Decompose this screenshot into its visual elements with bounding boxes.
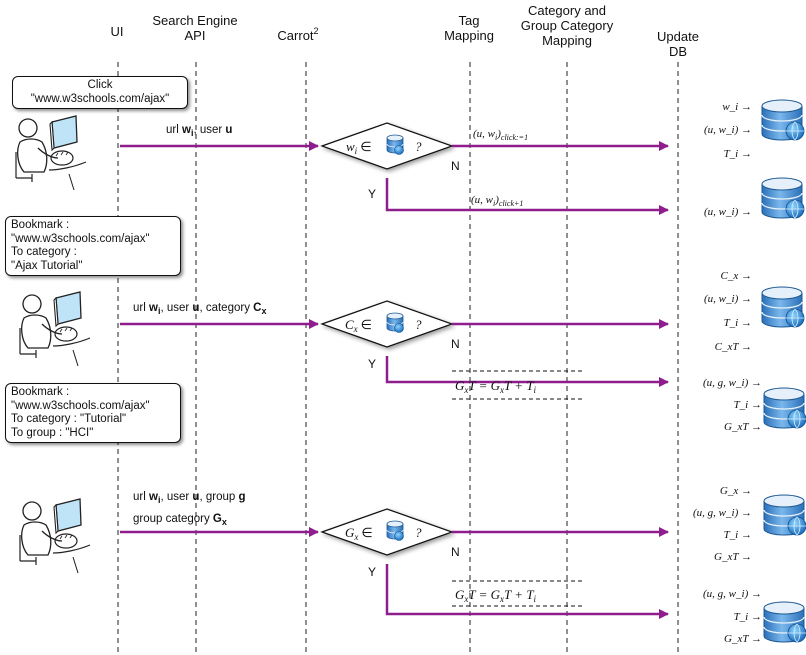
db-label: (u, w_i) → (704, 206, 752, 218)
note-click: Click "www.w3schools.com/ajax" (12, 76, 188, 109)
decision-no: N (451, 337, 460, 351)
database-icon (761, 286, 805, 328)
note-line: "www.w3schools.com/ajax" (11, 232, 150, 245)
db-label: G_x → (720, 485, 752, 497)
note-bookmark-category: Bookmark : "www.w3schools.com/ajax" To c… (5, 216, 181, 276)
db-label: T_i → (724, 529, 752, 541)
database-icon (761, 99, 805, 141)
database-icon (763, 494, 806, 536)
equation-label: GxT = GxT + Ti (455, 587, 537, 604)
lane-header-search-engine-api: API (185, 28, 206, 43)
note-line: "Ajax Tutorial" (11, 259, 83, 272)
lane-header-tag: Tag (459, 13, 480, 28)
db-label: C_xT → (715, 341, 752, 353)
flow-arrow (385, 178, 669, 215)
db-label: (u, g, w_i) → (703, 588, 762, 600)
db-label: (u, w_i) → (704, 124, 752, 136)
database-icon (763, 601, 806, 643)
db-label: T_i → (734, 399, 762, 411)
decision-yes: Y (368, 187, 376, 201)
note-bookmark-group: Bookmark : "www.w3schools.com/ajax" To c… (5, 383, 181, 443)
db-label: C_x → (721, 270, 752, 282)
flow-arrow (385, 564, 669, 619)
decision-question: ? (415, 317, 422, 332)
lane-header-tag-mapping: Mapping (444, 28, 494, 43)
database-icon (763, 387, 806, 429)
note-line: Click (87, 79, 113, 91)
user-at-computer-icon (19, 291, 91, 367)
click-set-label: (u, wi)click:=1 (473, 128, 528, 142)
db-label: w_i → (722, 101, 752, 113)
decision-label: Cx∈ (345, 317, 372, 334)
user-at-computer-icon (15, 115, 87, 191)
click-inc-label: (u, wi)click+1 (471, 194, 523, 208)
note-line: "www.w3schools.com/ajax" (11, 399, 150, 412)
lane-header-ui: UI (111, 24, 124, 39)
db-label: (u, w_i) → (704, 293, 752, 305)
note-line: To group : "HCI" (11, 426, 94, 439)
decision-question: ? (415, 139, 422, 154)
note-line: To category : (11, 246, 77, 258)
decision-no: N (451, 545, 460, 559)
db-label: G_xT → (724, 633, 762, 645)
lane-header-db: DB (669, 44, 687, 59)
equation-label: GxT = GxT + Ti (455, 378, 537, 395)
message-bookmark-category: url wi, user u, category Cx (133, 302, 266, 316)
decision-yes: Y (368, 357, 376, 371)
db-label: T_i → (724, 148, 752, 160)
db-label: G_xT → (714, 551, 752, 563)
decision-question: ? (415, 525, 422, 540)
note-line: To category : "Tutorial" (11, 413, 127, 425)
decision-label: Gx∈ (345, 525, 373, 542)
flow-arrow (385, 356, 669, 387)
lane-header-carrot: Carrot2 (277, 26, 318, 43)
db-label: T_i → (724, 317, 752, 329)
message-group-category: group category Gx (133, 513, 227, 527)
database-icon (386, 312, 404, 333)
database-icon (386, 134, 404, 155)
lane-header-category-3: Mapping (542, 33, 592, 48)
lane-header-update: Update (657, 29, 699, 44)
db-label: G_xT → (724, 421, 762, 433)
db-label: (u, g, w_i) → (693, 507, 752, 519)
user-at-computer-icon (19, 498, 91, 574)
database-icon (761, 177, 805, 219)
decision-no: N (451, 159, 460, 173)
lane-header-category-2: Group Category (521, 18, 614, 33)
lane-header-category-1: Category and (528, 3, 606, 18)
decision-label: wi∈ (346, 139, 372, 156)
note-line: Bookmark : (11, 219, 70, 231)
decision-yes: Y (368, 565, 376, 579)
db-label: T_i → (734, 611, 762, 623)
message-bookmark-group: url wi, user u, group g (133, 491, 245, 505)
database-icon (386, 520, 404, 541)
lane-header-search-engine: Search Engine (152, 13, 237, 28)
note-line: Bookmark : (11, 386, 70, 398)
note-line: "www.w3schools.com/ajax" (30, 92, 170, 105)
db-label: (u, g, w_i) → (703, 377, 762, 389)
message-click: url wi, user u (166, 124, 232, 138)
